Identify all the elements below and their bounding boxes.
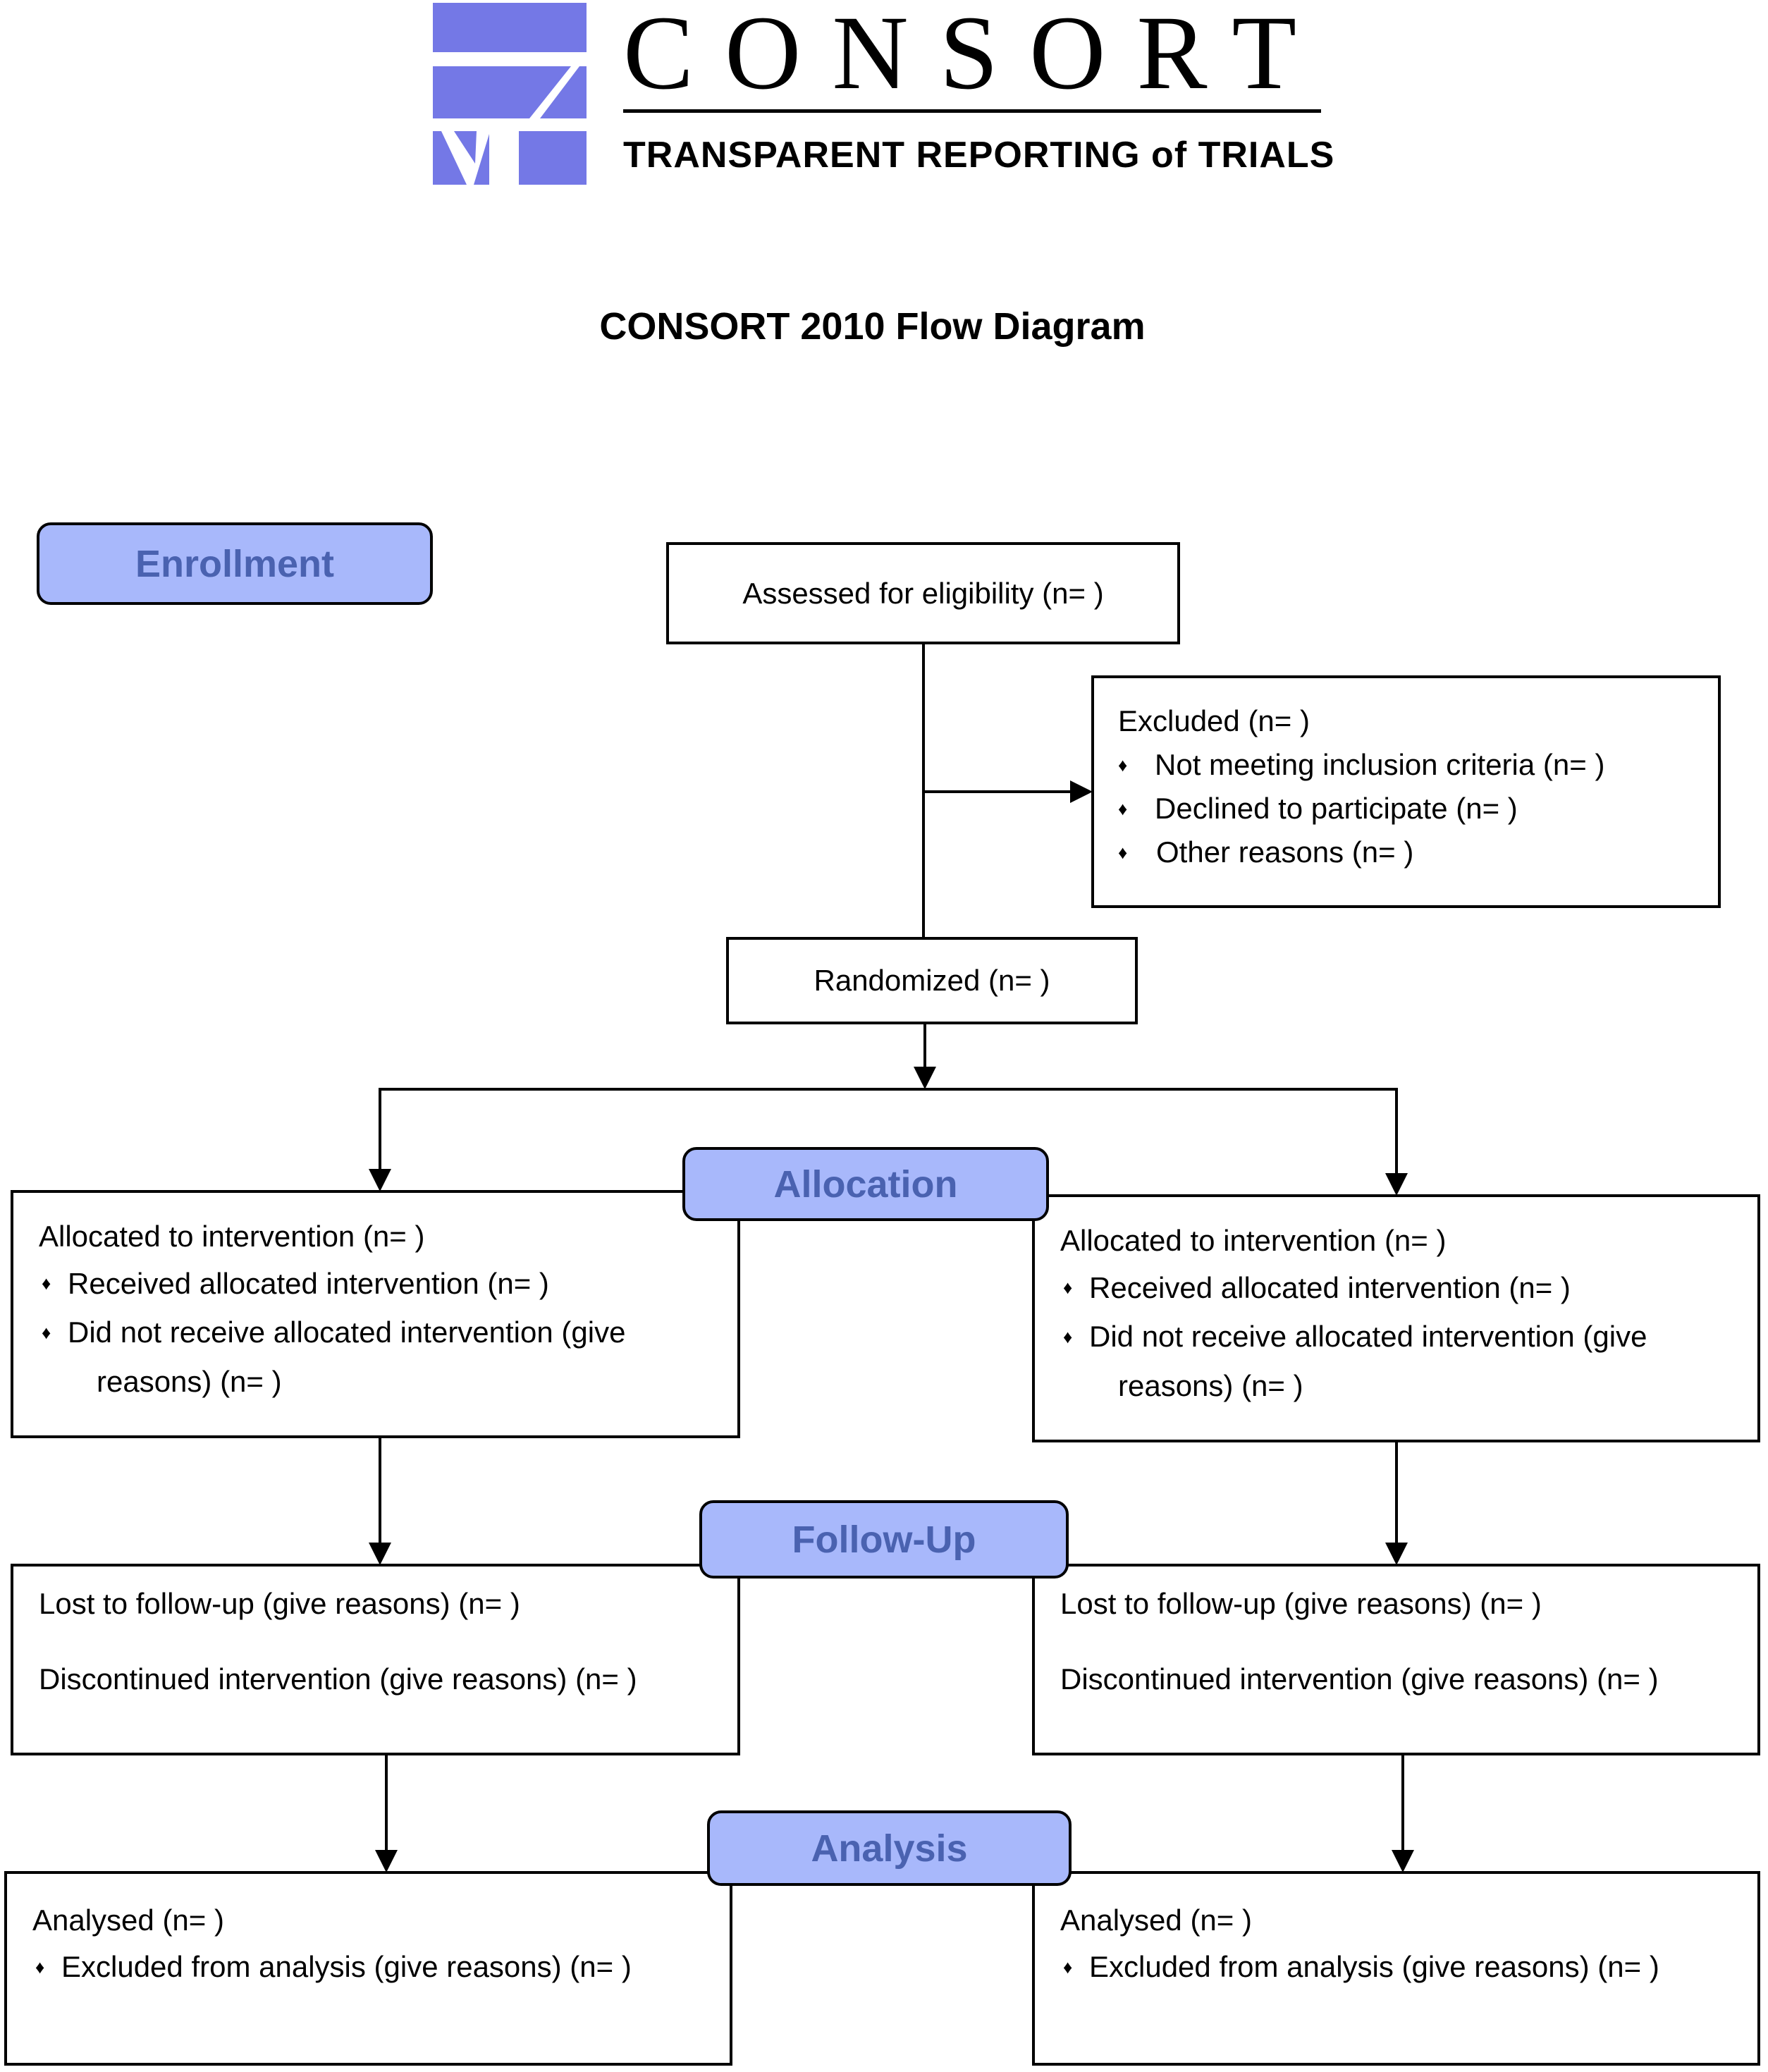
box-randomized: Randomized (n= )	[726, 937, 1138, 1024]
logo-divider	[623, 109, 1321, 113]
lost-to-followup-text: Lost to follow-up (give reasons) (n= )	[39, 1587, 520, 1620]
list-item: ♦Other reasons (n= )	[1118, 830, 1718, 874]
list-item: ♦Received allocated intervention (n= )	[1060, 1264, 1757, 1311]
bullet-icon: ♦	[1063, 1326, 1073, 1347]
box-excluded: Excluded (n= ) ♦Not meeting inclusion cr…	[1091, 675, 1721, 908]
checkmark-logo-icon	[433, 3, 587, 185]
lost-to-followup-text: Lost to follow-up (give reasons) (n= )	[1060, 1587, 1542, 1620]
box-followup-left: Lost to follow-up (give reasons) (n= ) D…	[11, 1564, 740, 1755]
list-item: ♦Excluded from analysis (give reasons) (…	[1060, 1944, 1757, 1990]
allocation-header: Allocated to intervention (n= )	[39, 1220, 425, 1253]
discontinued-text: Discontinued intervention (give reasons)…	[1060, 1662, 1659, 1696]
bullet-icon: ♦	[1118, 754, 1128, 776]
list-item-continuation: reasons) (n= )	[97, 1365, 282, 1398]
box-analysis-left: Analysed (n= ) ♦Excluded from analysis (…	[4, 1871, 732, 2066]
list-item-continuation: reasons) (n= )	[1118, 1369, 1303, 1402]
box-allocation-left: Allocated to intervention (n= ) ♦Receive…	[11, 1190, 740, 1438]
bullet-icon: ♦	[1118, 842, 1128, 863]
analysed-header: Analysed (n= )	[32, 1904, 224, 1937]
logo-tagline: TRANSPARENT REPORTING of TRIALS	[623, 135, 1335, 176]
box-assessed-eligibility: Assessed for eligibility (n= )	[666, 542, 1180, 644]
box-followup-right: Lost to follow-up (give reasons) (n= ) D…	[1032, 1564, 1760, 1755]
allocation-header: Allocated to intervention (n= )	[1060, 1224, 1447, 1257]
stage-allocation: Allocation	[682, 1147, 1049, 1221]
list-item: ♦Did not receive allocated intervention …	[39, 1307, 737, 1358]
box-allocation-right: Allocated to intervention (n= ) ♦Receive…	[1032, 1194, 1760, 1442]
analysed-header: Analysed (n= )	[1060, 1904, 1252, 1937]
bullet-icon: ♦	[1118, 798, 1128, 819]
bullet-icon: ♦	[42, 1273, 51, 1294]
bullet-icon: ♦	[42, 1322, 51, 1343]
assessed-text: Assessed for eligibility (n= )	[742, 576, 1104, 610]
list-item: ♦Declined to participate (n= )	[1118, 787, 1718, 830]
bullet-icon: ♦	[1063, 1956, 1073, 1978]
list-item: ♦Did not receive allocated intervention …	[1060, 1311, 1757, 1362]
excluded-header: Excluded (n= )	[1118, 704, 1310, 737]
bullet-icon: ♦	[1063, 1277, 1073, 1298]
stage-follow-up: Follow-Up	[699, 1500, 1069, 1578]
box-analysis-right: Analysed (n= ) ♦Excluded from analysis (…	[1032, 1871, 1760, 2066]
list-item: ♦Not meeting inclusion criteria (n= )	[1118, 743, 1718, 787]
bullet-icon: ♦	[35, 1956, 45, 1978]
logo-wordmark: CONSORT	[623, 0, 1328, 111]
discontinued-text: Discontinued intervention (give reasons)…	[39, 1662, 637, 1696]
randomized-text: Randomized (n= )	[814, 964, 1050, 997]
page-title: CONSORT 2010 Flow Diagram	[599, 305, 1146, 348]
list-item: ♦Excluded from analysis (give reasons) (…	[32, 1944, 730, 1990]
stage-analysis: Analysis	[707, 1810, 1072, 1886]
list-item: ♦Received allocated intervention (n= )	[39, 1260, 737, 1307]
stage-enrollment: Enrollment	[37, 522, 433, 605]
